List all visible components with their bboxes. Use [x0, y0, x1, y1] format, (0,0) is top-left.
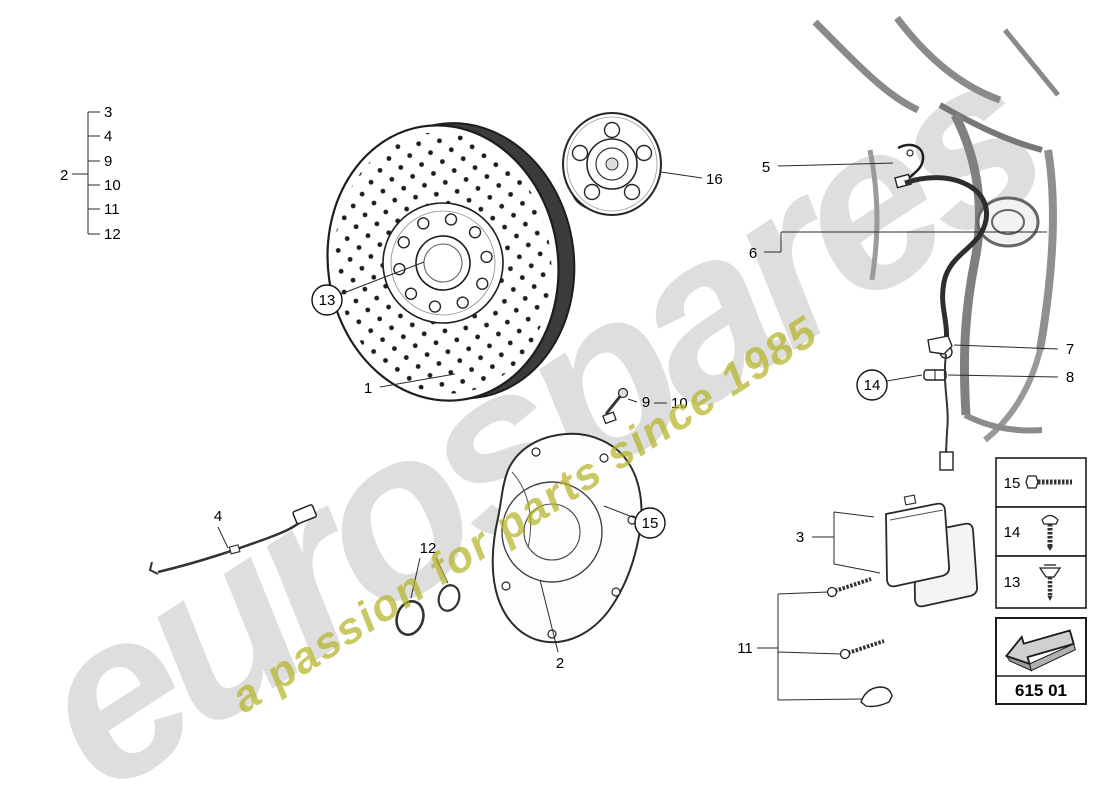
left-group-bracket: [72, 111, 100, 235]
pad-screws-drawing: [826, 577, 893, 708]
callout-14: 14: [864, 377, 881, 394]
bracket-3: [812, 511, 881, 574]
callout-4[interactable]: 4: [214, 508, 222, 525]
wheel-hub-drawing: [562, 112, 662, 216]
group-item-4[interactable]: 4: [104, 128, 112, 145]
legend-box-13[interactable]: 13: [995, 555, 1087, 609]
callout-15: 15: [642, 515, 659, 532]
diagram-code-box[interactable]: 615 01: [995, 617, 1087, 705]
callout-15-circled[interactable]: 15: [603, 505, 666, 539]
group-item-3[interactable]: 3: [104, 104, 112, 121]
callout-8[interactable]: 8: [1066, 369, 1074, 386]
callout-3[interactable]: 3: [796, 529, 804, 546]
diagram-code: 615 01: [1015, 681, 1067, 700]
callout-1[interactable]: 1: [364, 380, 372, 397]
callout-16[interactable]: 16: [706, 171, 723, 188]
callout-12[interactable]: 12: [420, 540, 437, 557]
legend-box-15[interactable]: 15: [995, 457, 1087, 508]
callout-13-circled[interactable]: 13: [311, 261, 425, 316]
legend-box-14[interactable]: 14: [995, 506, 1087, 557]
bracket-11: [757, 591, 864, 701]
group-item-12[interactable]: 12: [104, 226, 121, 243]
callout-5[interactable]: 5: [762, 159, 770, 176]
leader-9: [627, 398, 638, 403]
suspension-assembly-drawing: [812, 15, 1060, 443]
leader-2: [539, 579, 559, 653]
brake-pads-drawing: [885, 494, 979, 608]
legend-label-15: 15: [1004, 475, 1021, 492]
callout-14-circled[interactable]: 14: [856, 369, 923, 401]
bracket-6: [764, 231, 1047, 253]
callout-6[interactable]: 6: [749, 245, 757, 262]
countersunk-screw-icon: [1038, 564, 1062, 601]
leader-7: [953, 344, 1059, 350]
legend-label-13: 13: [1004, 574, 1021, 591]
bleeder-screw-drawing: [602, 387, 629, 425]
cover-plate-drawing: [491, 432, 643, 644]
direction-arrow-icon: [1004, 629, 1076, 672]
group-item-9[interactable]: 9: [104, 153, 112, 170]
callout-7[interactable]: 7: [1066, 341, 1074, 358]
leader-1: [379, 373, 456, 388]
leader-4: [217, 526, 229, 549]
group-item-11[interactable]: 11: [104, 201, 120, 218]
leader-16: [660, 171, 703, 179]
legend-label-14: 14: [1004, 524, 1021, 541]
callout-10[interactable]: 10: [671, 395, 688, 412]
group-callout-2[interactable]: 2: [60, 167, 68, 184]
brake-disc-drawing: [326, 122, 576, 402]
seal-rings-drawing: [395, 584, 461, 636]
callout-9[interactable]: 9: [642, 394, 650, 411]
pan-head-screw-icon: [1041, 514, 1059, 551]
hex-bolt-icon: [1025, 475, 1072, 489]
leader-5: [777, 162, 894, 167]
callout-13: 13: [319, 292, 336, 309]
bracket-12: [410, 557, 449, 599]
callout-11[interactable]: 11: [737, 640, 753, 657]
group-item-10[interactable]: 10: [104, 177, 121, 194]
callout-2[interactable]: 2: [556, 655, 564, 672]
leader-8: [947, 374, 1059, 378]
brake-hose-drawing: [894, 143, 989, 471]
wear-sensor-drawing: [148, 504, 317, 575]
